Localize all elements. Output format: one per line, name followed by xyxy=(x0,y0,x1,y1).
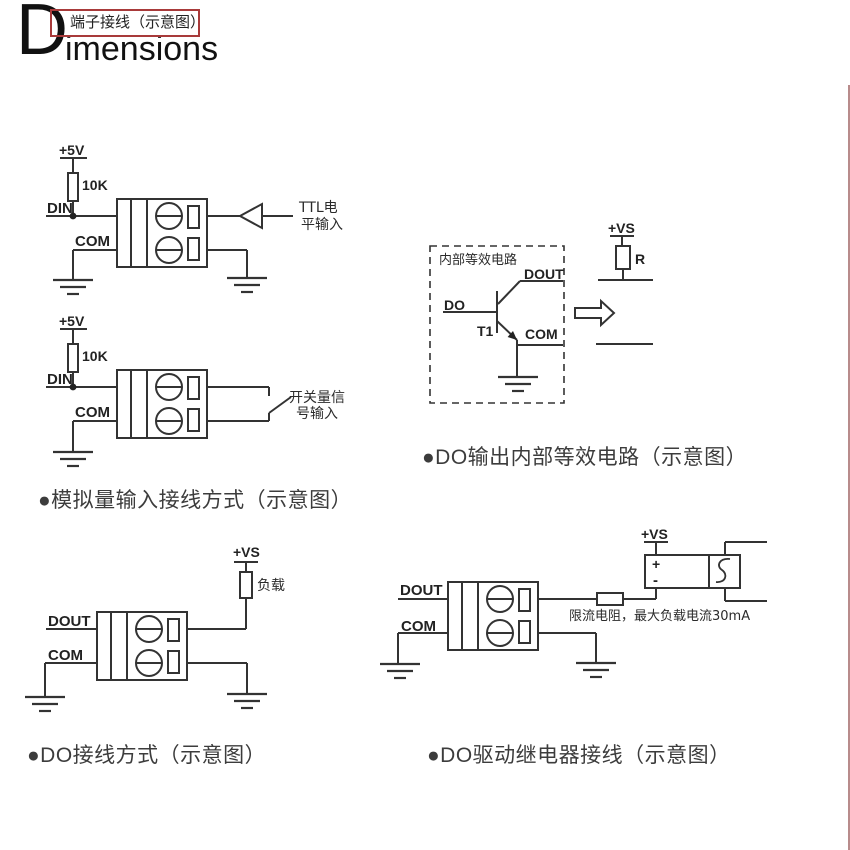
caption-do-equivalent: ●DO输出内部等效电路（示意图） xyxy=(422,446,748,469)
circuit-do-relay: DOUT COM +VS + - 限流电阻，最大负载电流30mA xyxy=(378,526,767,680)
junction-dot xyxy=(69,383,77,391)
label-com: COM xyxy=(75,233,110,250)
label-current-limit-note: 限流电阻，最大负载电流30mA xyxy=(569,609,750,624)
label-ttl-input-2: 平输入 xyxy=(301,217,343,233)
circuit-din-switch: +5V 10K DIN COM 开关量信 号输入 xyxy=(46,313,345,468)
label-plus: + xyxy=(652,556,660,572)
ground-icon xyxy=(574,661,618,679)
ground-icon xyxy=(225,276,269,294)
header-tag-box: 端子接线（示意图） xyxy=(50,9,206,37)
ground-icon xyxy=(51,450,95,468)
ground-icon xyxy=(225,692,269,710)
big-arrow-icon xyxy=(574,298,616,328)
terminal-block xyxy=(96,611,188,681)
resistor xyxy=(615,245,631,270)
current-limit-resistor xyxy=(596,592,624,606)
label-switch-input-1: 开关量信 xyxy=(289,390,345,406)
label-din: DIN xyxy=(47,200,73,217)
label-10k: 10K xyxy=(82,348,108,364)
resistor xyxy=(67,343,79,373)
label-t1: T1 xyxy=(477,323,494,339)
header-tag-text: 端子接线（示意图） xyxy=(70,14,206,31)
label-vs: +VS xyxy=(641,526,668,542)
label-com: COM xyxy=(75,404,110,421)
label-vs: +VS xyxy=(608,220,635,236)
dashed-box xyxy=(429,245,565,404)
label-do: DO xyxy=(444,297,465,313)
junction-dot xyxy=(69,212,77,220)
caption-analog-input: ●模拟量输入接线方式（示意图） xyxy=(38,489,353,512)
terminal-block xyxy=(116,369,208,439)
wires xyxy=(46,157,293,280)
label-vs: +VS xyxy=(233,544,260,560)
page-edge-line xyxy=(848,85,850,850)
label-5v: +5V xyxy=(59,313,85,329)
label-din: DIN xyxy=(47,371,73,388)
label-r: R xyxy=(635,251,645,267)
circuit-do-wiring: DOUT COM +VS 负载 xyxy=(23,544,285,713)
ground-icon xyxy=(378,662,422,680)
circuit-din-ttl: +5V 10K DIN COM TTL电 平输入 xyxy=(46,142,343,296)
relay-coil-s-icon xyxy=(715,558,731,583)
terminal-block xyxy=(447,581,539,651)
label-ttl-input-1: TTL电 xyxy=(298,200,338,216)
label-com: COM xyxy=(525,326,558,342)
label-dout: DOUT xyxy=(400,582,443,599)
ground-icon xyxy=(23,695,67,713)
wires xyxy=(397,541,767,664)
label-5v: +5V xyxy=(59,142,85,158)
brand-initial: D xyxy=(16,0,68,70)
ground-icon xyxy=(51,278,95,296)
resistor xyxy=(67,172,79,202)
label-dout: DOUT xyxy=(524,266,564,282)
label-internal-equivalent: 内部等效电路 xyxy=(439,252,517,268)
brand-title: imensions xyxy=(65,30,219,68)
load-resistor xyxy=(239,571,253,599)
label-minus: - xyxy=(653,572,658,589)
relay xyxy=(644,554,741,589)
label-com: COM xyxy=(48,647,83,664)
buffer-triangle-icon xyxy=(237,202,263,230)
transistor-emitter-arrow xyxy=(507,331,517,340)
wires xyxy=(46,328,292,452)
label-10k: 10K xyxy=(82,177,108,193)
terminal-block xyxy=(116,198,208,268)
label-load: 负载 xyxy=(257,578,285,594)
circuit-do-equivalent: 内部等效电路 DO T1 DOUT COM +VS R xyxy=(429,220,653,404)
ground-icon xyxy=(496,375,540,393)
wires xyxy=(44,561,258,697)
wires xyxy=(443,235,653,377)
label-dout: DOUT xyxy=(48,613,91,630)
caption-do-wiring: ●DO接线方式（示意图） xyxy=(27,744,267,767)
label-switch-input-2: 号输入 xyxy=(296,406,338,422)
caption-do-relay: ●DO驱动继电器接线（示意图） xyxy=(427,744,731,767)
label-com: COM xyxy=(401,618,436,635)
